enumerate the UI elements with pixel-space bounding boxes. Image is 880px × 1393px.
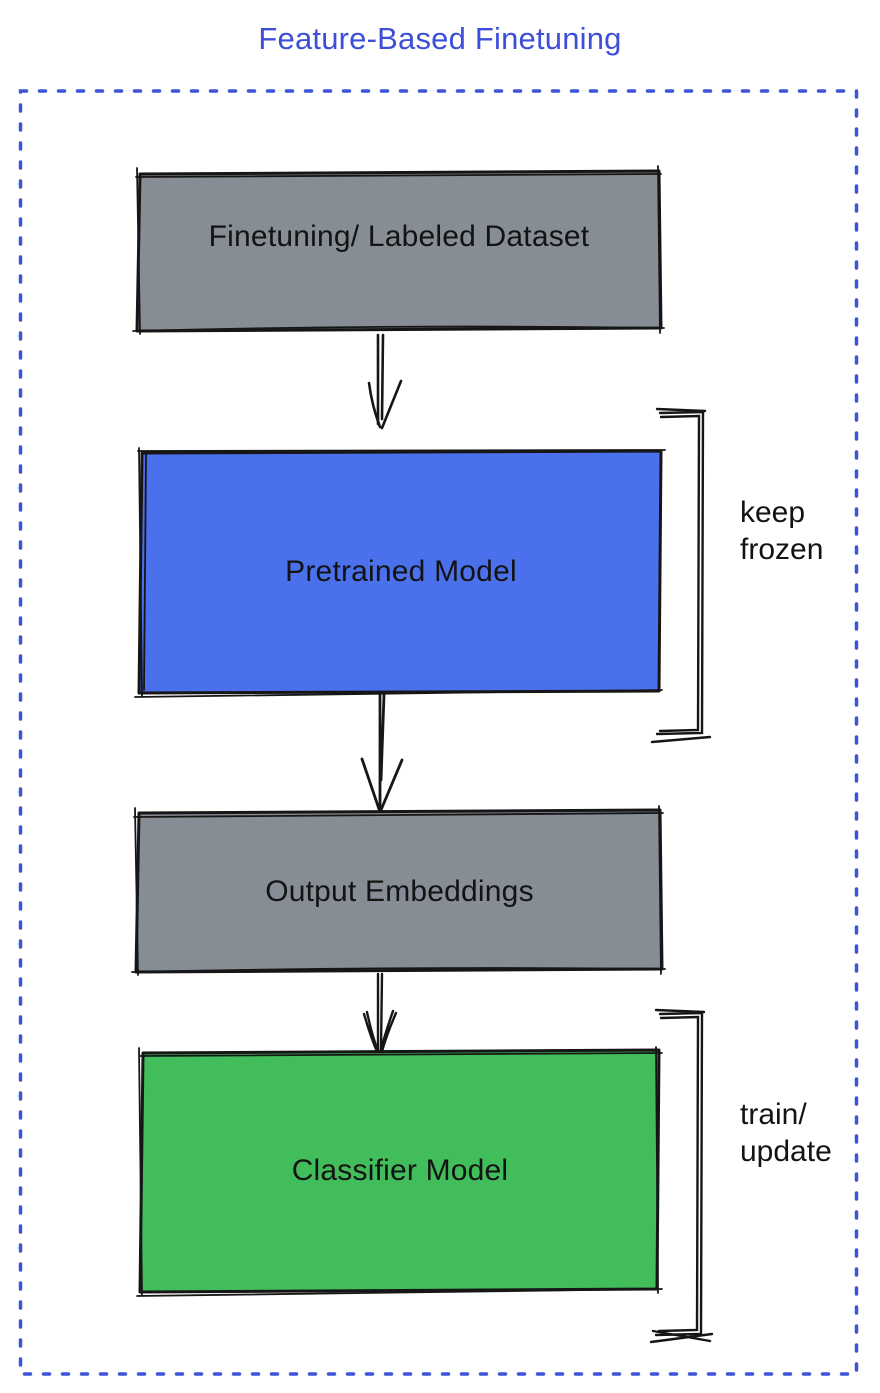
train-update-note: train/ update [740, 1096, 832, 1170]
train-update-line2: update [740, 1135, 832, 1168]
keep-frozen-line2: frozen [740, 533, 824, 566]
flow-arrow-1 [367, 333, 403, 430]
pretrained-box [134, 447, 666, 698]
diagram-title: Feature-Based Finetuning [258, 21, 622, 56]
classifier-box [136, 1046, 663, 1297]
train-update-bracket [649, 1008, 714, 1344]
dotted-frame [18, 89, 859, 1376]
dataset-box [132, 165, 665, 335]
keep-frozen-line1: keep [740, 496, 806, 529]
keep-frozen-note: keep frozen [740, 494, 823, 568]
flow-arrow-3 [362, 972, 398, 1057]
flow-arrow-2 [360, 693, 404, 812]
output-embeddings-box [131, 805, 666, 976]
keep-frozen-bracket [650, 407, 712, 744]
train-update-line1: train/ [740, 1098, 807, 1131]
